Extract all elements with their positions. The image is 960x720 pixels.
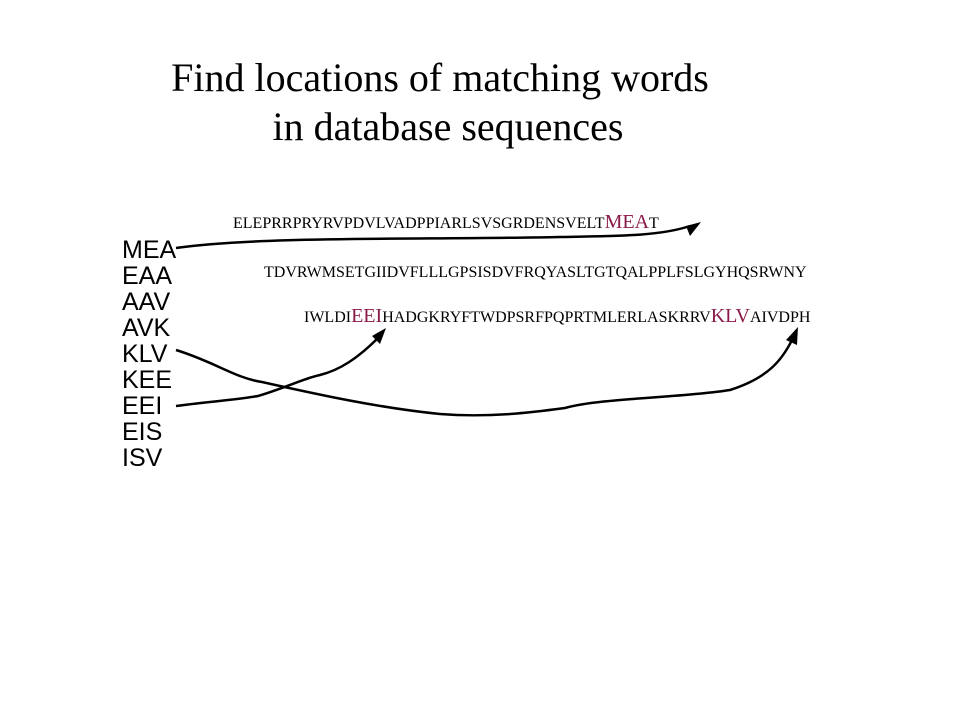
database-sequence-2: TDVRWMSETGIIDVFLLLGPSISDVFRQYASLTGTQALPP… [264, 265, 807, 281]
arrowhead-eei [372, 328, 386, 344]
arrow-klv [175, 339, 794, 417]
query-word: EIS [122, 418, 163, 446]
sequence-text: HADGKRYFTWDPSRFPQPRTMLERLASKRRV [382, 309, 711, 326]
query-word: MEA [122, 236, 177, 264]
arrowhead-klv [786, 327, 798, 345]
matched-word-highlight: MEA [604, 211, 650, 233]
slide-title-line-1: Find locations of matching words [171, 55, 709, 100]
arrowhead-mea [686, 222, 701, 236]
query-word: AAV [122, 288, 171, 316]
query-word-list: MEA EAA AAV AVK KLV KEE EEI EIS ISV [122, 237, 176, 471]
sequence-text: ELEPRRPRYRVPDVLVADPPIARLSVSGRDENSVELT [233, 215, 605, 232]
sequence-text: T [649, 215, 659, 232]
query-word: KEE [122, 366, 173, 394]
query-word: EEI [122, 392, 163, 420]
database-sequence-1: ELEPRRPRYRVPDVLVADPPIARLSVSGRDENSVELTMEA… [233, 212, 659, 232]
query-word: ISV [122, 444, 163, 472]
slide-title-line-2: in database sequences [272, 104, 624, 149]
sequence-text: AIVDPH [749, 309, 811, 326]
matched-word-highlight: KLV [710, 305, 750, 327]
sequence-text: IWLDI [304, 309, 352, 326]
arrow-mea [175, 224, 691, 250]
database-sequence-3: IWLDIEEIHADGKRYFTWDPSRFPQPRTMLERLASKRRVK… [304, 306, 810, 326]
arrow-eei [175, 337, 379, 408]
query-word: KLV [122, 340, 168, 368]
sequence-text: TDVRWMSETGIIDVFLLLGPSISDVFRQYASLTGTQALPP… [264, 264, 807, 281]
query-word: AVK [122, 314, 171, 342]
matched-word-highlight: EEI [351, 305, 383, 327]
query-word: EAA [122, 262, 173, 290]
